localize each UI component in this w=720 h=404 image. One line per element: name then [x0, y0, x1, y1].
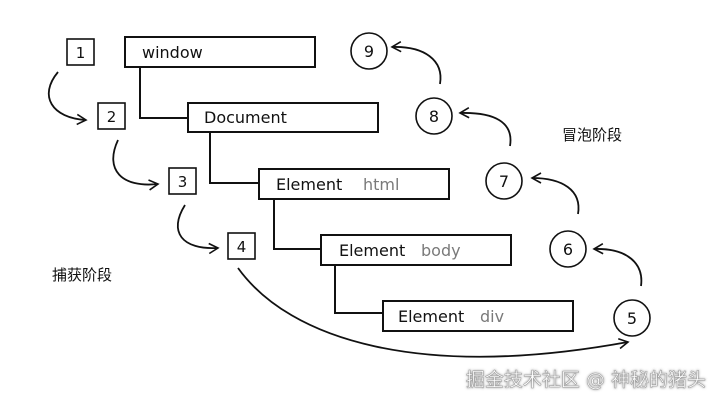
node-html: Element html	[258, 168, 450, 200]
node-window: window	[124, 36, 316, 68]
arrow-1-to-2	[47, 71, 88, 126]
node-document: Document	[187, 102, 379, 133]
svg-text:5: 5	[627, 309, 637, 328]
bubble-step-8: 8	[415, 97, 453, 135]
svg-text:9: 9	[364, 42, 374, 61]
svg-text:7: 7	[499, 172, 509, 191]
connector-document-html	[209, 132, 259, 184]
arrow-7-to-8	[458, 107, 512, 147]
bubble-arrows	[390, 41, 643, 287]
bubble-step-5: 5	[613, 299, 651, 337]
node-body-type: body	[421, 241, 461, 260]
node-div: Element div	[382, 300, 574, 332]
svg-text:2: 2	[107, 108, 117, 126]
bubble-step-9: 9	[350, 32, 388, 70]
node-div-type: div	[480, 307, 504, 326]
capture-step-2: 2	[97, 102, 126, 130]
capture-step-4: 4	[227, 232, 256, 260]
watermark-text: 掘金技术社区 @ 神秘的猪头	[466, 369, 706, 391]
arrow-3-to-4	[176, 204, 220, 255]
node-body: Element body	[320, 234, 512, 266]
arrow-8-to-9	[390, 41, 442, 85]
connector-body-div	[334, 265, 383, 314]
arrow-4-to-5	[237, 267, 630, 358]
svg-text:1: 1	[76, 44, 86, 62]
arrow-2-to-3	[112, 139, 160, 191]
bubble-phase-label: 冒泡阶段	[562, 126, 622, 144]
capture-step-1: 1	[66, 38, 95, 66]
capture-step-3: 3	[168, 167, 197, 195]
tree-connectors	[139, 67, 383, 314]
arrow-5-to-6	[592, 243, 643, 287]
node-body-name: Element	[339, 241, 405, 260]
node-html-name: Element	[276, 175, 342, 194]
capture-arrows	[47, 71, 630, 358]
node-window-name: window	[142, 43, 203, 62]
node-html-type: html	[363, 175, 399, 194]
connector-html-body	[273, 198, 321, 250]
connector-window-document	[139, 67, 188, 119]
capture-phase-label: 捕获阶段	[52, 266, 112, 284]
svg-text:4: 4	[237, 238, 247, 256]
svg-text:8: 8	[429, 107, 439, 126]
svg-text:3: 3	[178, 173, 188, 191]
bubble-step-7: 7	[485, 162, 523, 200]
arrow-6-to-7	[530, 172, 580, 215]
node-document-name: Document	[204, 108, 287, 127]
node-div-name: Element	[398, 307, 464, 326]
bubble-step-6: 6	[549, 230, 587, 268]
svg-text:6: 6	[563, 240, 573, 259]
